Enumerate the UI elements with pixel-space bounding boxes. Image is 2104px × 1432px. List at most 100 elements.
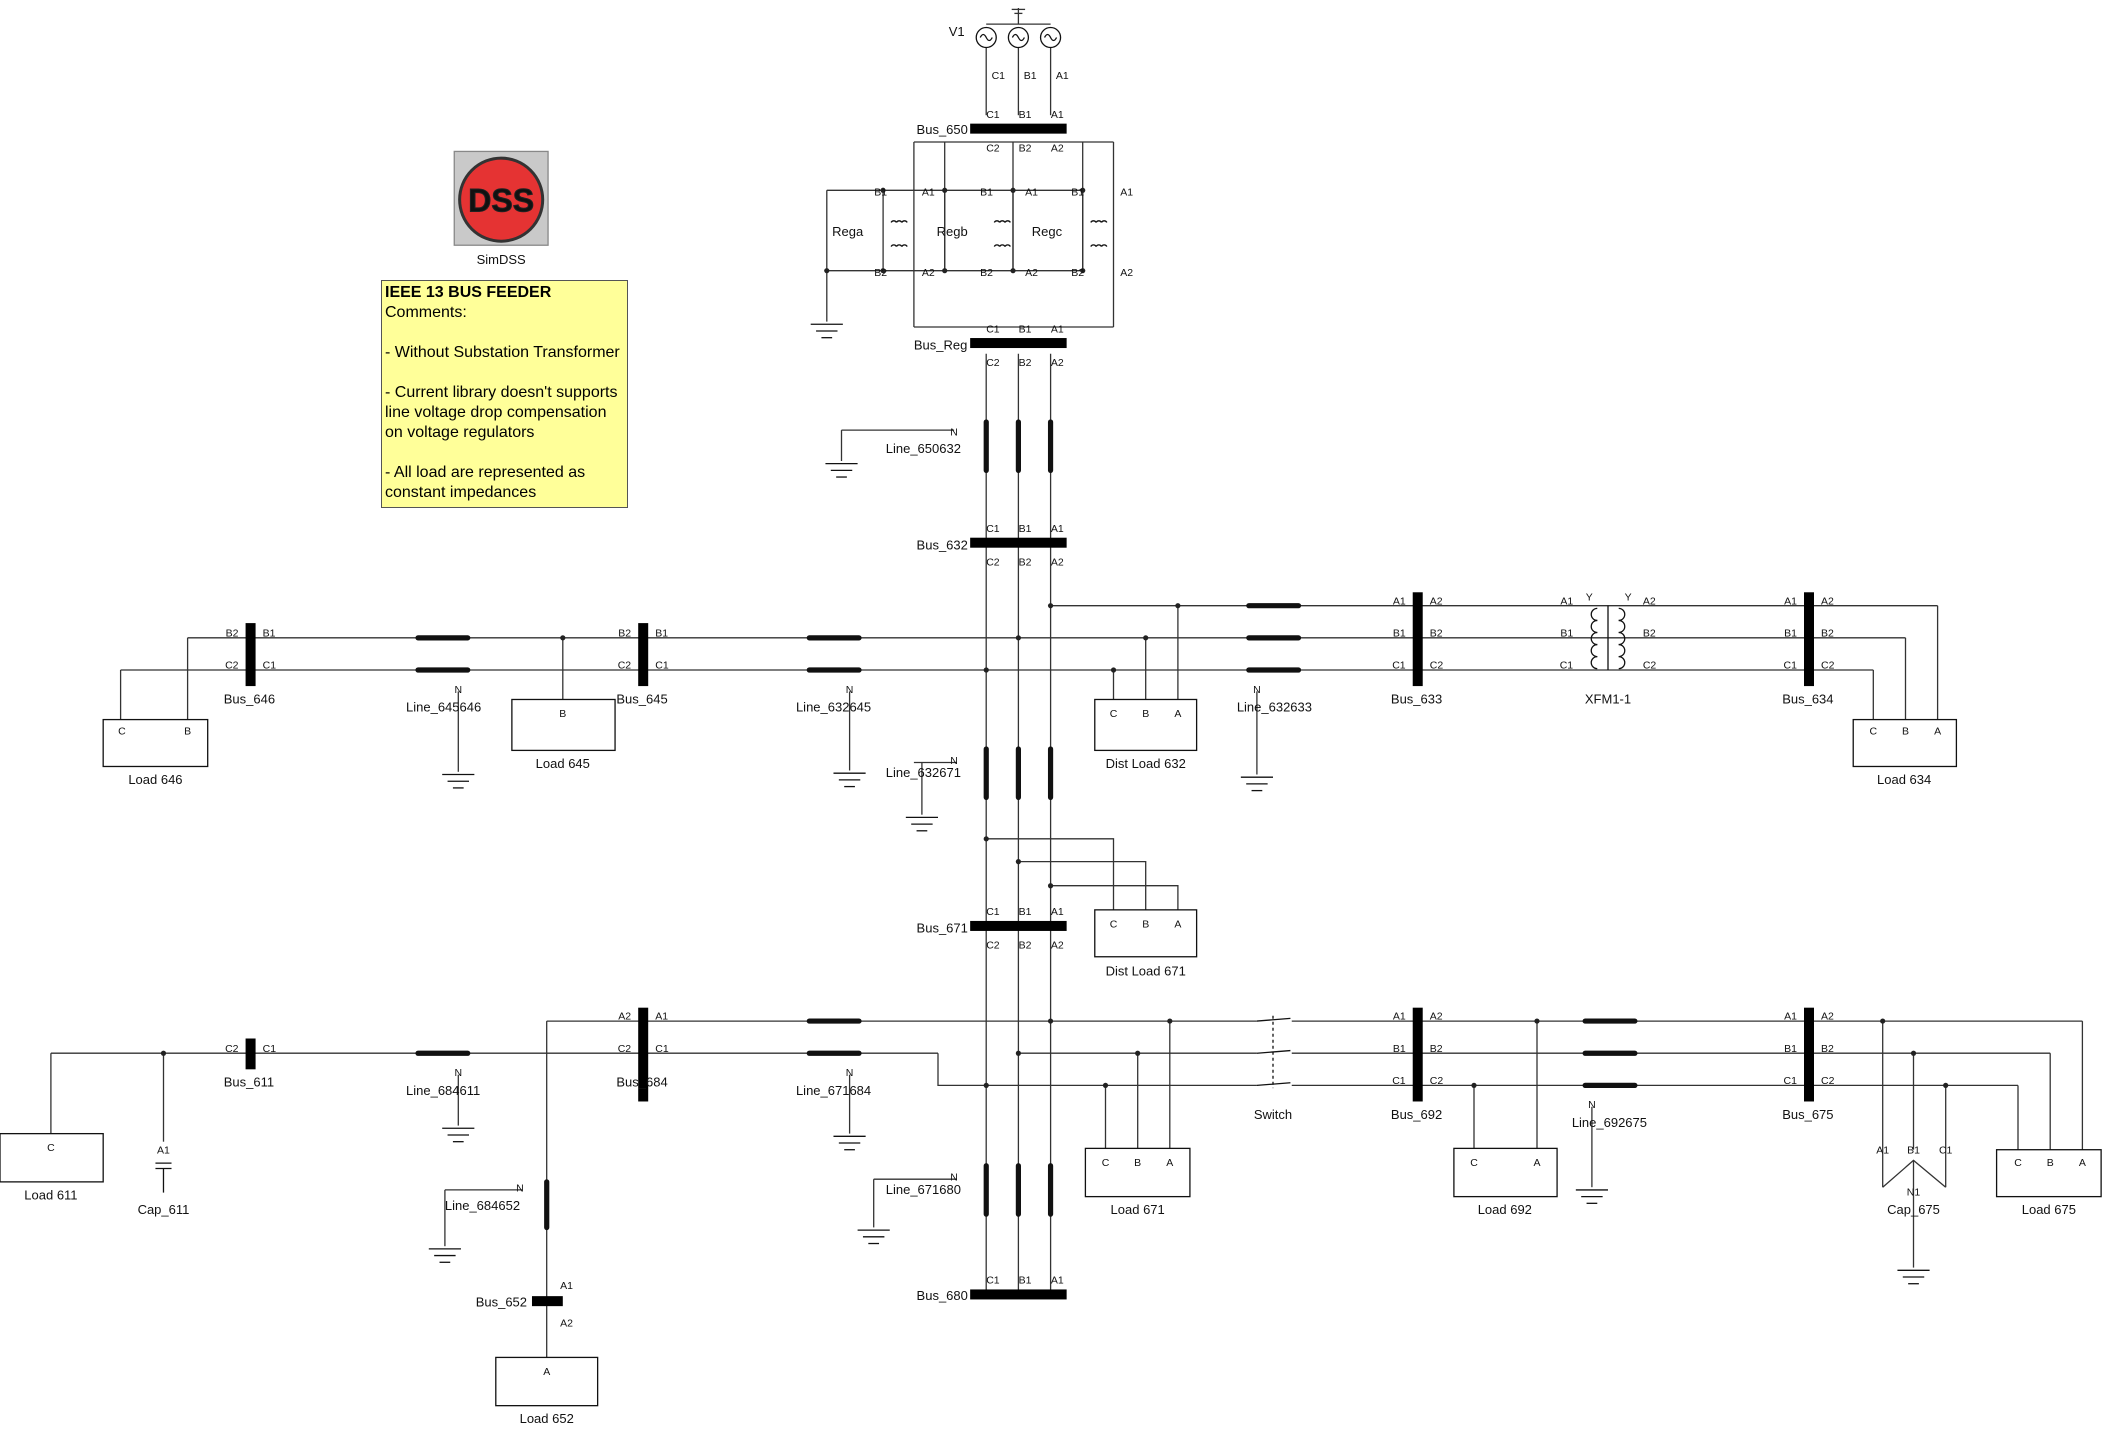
ac-source-icon[interactable] (1007, 26, 1030, 49)
pin-label: B1 (874, 187, 887, 199)
bus-label: Bus_675 (1782, 1107, 1833, 1122)
line-671680[interactable] (1015, 1163, 1021, 1217)
line-632671[interactable] (1047, 746, 1054, 800)
bus-684[interactable] (638, 1007, 649, 1102)
junction-dot (824, 268, 830, 274)
pin-label: B1 (1560, 628, 1573, 640)
bus-650[interactable] (970, 123, 1067, 134)
line-632645[interactable] (806, 635, 862, 641)
pin-label: C2 (986, 940, 1000, 952)
coil-loop (890, 220, 898, 223)
junction-dot (160, 1050, 167, 1056)
load-652[interactable] (495, 1356, 599, 1407)
note-line: Comments: (385, 304, 467, 321)
coil-loop (895, 220, 903, 223)
load-671[interactable] (1084, 1147, 1191, 1198)
line-632671[interactable] (983, 746, 989, 800)
junction-dot (1910, 1050, 1917, 1056)
xfm-winding-icon (1618, 607, 1626, 670)
pin-label: A1 (1025, 187, 1038, 199)
load-label: Dist Load 632 (1106, 756, 1186, 771)
pin-label: B1 (1907, 1145, 1920, 1157)
bus-634[interactable] (1804, 592, 1814, 687)
switch-blade[interactable] (1256, 1082, 1291, 1087)
dist-load-671[interactable] (1094, 909, 1198, 958)
line-671684[interactable] (806, 1050, 862, 1056)
load-phase-label: A (1166, 1157, 1173, 1169)
bus-633[interactable] (1412, 592, 1423, 687)
load-675[interactable] (1995, 1149, 2102, 1198)
load-645[interactable] (511, 698, 616, 752)
line-632633[interactable] (1246, 603, 1302, 609)
line-650632[interactable] (983, 419, 989, 474)
pin-label: A1 (1876, 1145, 1889, 1157)
line-632633[interactable] (1246, 635, 1302, 641)
line-650632[interactable] (1047, 419, 1054, 474)
bus-675[interactable] (1804, 1007, 1814, 1102)
ac-source-icon[interactable] (975, 26, 997, 49)
switch-gap (1256, 1082, 1292, 1089)
coil-loop (999, 244, 1006, 247)
load-634[interactable] (1852, 718, 1958, 768)
line-671684[interactable] (806, 1018, 862, 1024)
load-646[interactable] (102, 718, 209, 768)
bus-671[interactable] (970, 920, 1067, 931)
switch-blade[interactable] (1256, 1017, 1291, 1022)
ground-icon (857, 1229, 890, 1245)
pin-label: B1 (655, 628, 668, 640)
line-684652[interactable] (544, 1179, 550, 1231)
winding-loop (1618, 643, 1626, 658)
line-632671[interactable] (1015, 746, 1021, 800)
capacitor-bank (1882, 1159, 1947, 1188)
switch-blade[interactable] (1256, 1049, 1291, 1054)
pin-label: B2 (1430, 628, 1443, 640)
note-line: - All load are represented as (385, 464, 586, 481)
line-650632[interactable] (1015, 419, 1021, 474)
transformer-coil-icon (993, 244, 1011, 247)
wire (986, 838, 1115, 910)
line-632633[interactable] (1246, 667, 1302, 673)
bus-645[interactable] (638, 623, 649, 687)
winding-connection-label: Y (1586, 591, 1593, 603)
line-671680[interactable] (983, 1163, 989, 1217)
bus-611[interactable] (245, 1038, 256, 1070)
line-692675[interactable] (1582, 1018, 1638, 1024)
line-645646[interactable] (415, 667, 471, 673)
load-611[interactable] (0, 1132, 104, 1183)
line-632645[interactable] (806, 667, 862, 673)
line-label: Line_692675 (1572, 1115, 1647, 1130)
dist-load-632[interactable] (1094, 698, 1198, 752)
transformer-coil-icon (993, 220, 1011, 223)
load-phase-label: A (2079, 1157, 2086, 1169)
line-671680[interactable] (1047, 1163, 1054, 1217)
bus-652[interactable] (531, 1296, 563, 1307)
load-phase-label: B (1142, 918, 1149, 930)
load-label: Load 611 (24, 1187, 77, 1202)
pin-label: A1 (1784, 1011, 1797, 1023)
pin-label: C1 (1392, 1075, 1406, 1087)
ac-source-icon[interactable] (1039, 26, 1062, 49)
load-phase-label: C (2014, 1157, 2022, 1169)
bus-reg[interactable] (970, 338, 1067, 349)
bus-692[interactable] (1412, 1007, 1423, 1102)
load-phase-label: B (1902, 725, 1909, 737)
pin-label: A1 (1051, 1275, 1064, 1287)
bus-646[interactable] (245, 623, 256, 687)
junction-dot (1534, 1018, 1540, 1024)
junction-dot (1135, 1050, 1141, 1056)
load-692[interactable] (1453, 1147, 1558, 1198)
junction-dot (983, 1082, 989, 1088)
line-692675[interactable] (1582, 1082, 1638, 1088)
ground-icon (442, 1127, 475, 1143)
switch-label: Switch (1254, 1107, 1292, 1122)
pin-label: C2 (986, 556, 1000, 568)
pin-label: N1 (1907, 1186, 1921, 1198)
line-692675[interactable] (1582, 1050, 1638, 1056)
load-phase-label: C (1870, 725, 1878, 737)
line-label: Line_632645 (796, 700, 871, 715)
bus-label: Bus_Reg (914, 338, 967, 353)
line-645646[interactable] (415, 635, 471, 641)
bus-632[interactable] (970, 537, 1067, 548)
bus-680[interactable] (970, 1289, 1067, 1300)
line-684611[interactable] (415, 1050, 471, 1056)
